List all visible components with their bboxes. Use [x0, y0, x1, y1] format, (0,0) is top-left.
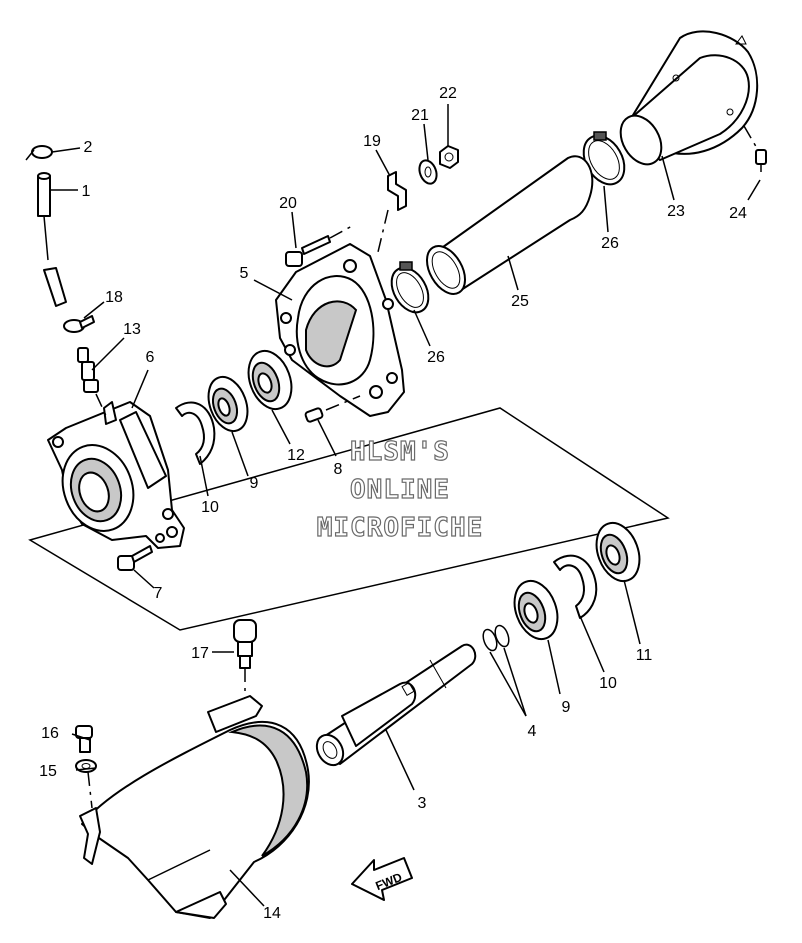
part-16-bolt: [75, 725, 93, 753]
callout-15: 15: [39, 763, 57, 780]
callout-26-upper: 26: [601, 235, 619, 252]
callout-19: 19: [363, 133, 381, 150]
part-5-housing: [275, 243, 405, 417]
callout-22: 22: [439, 85, 457, 102]
part-26-clamp-upper: [582, 131, 626, 186]
callout-21: 21: [411, 107, 429, 124]
callout-23: 23: [667, 203, 685, 220]
part-4-o-rings: [482, 624, 510, 652]
part-1-tube: [37, 172, 67, 307]
fwd-arrow: FWD: [351, 857, 413, 901]
part-3-shaft: [315, 643, 477, 767]
callout-12: 12: [287, 447, 305, 464]
part-6-pump-housing: [47, 401, 185, 549]
part-18-clip: [63, 315, 95, 333]
callout-1: 1: [82, 183, 91, 200]
callout-14: 14: [263, 905, 281, 922]
part-24-screw: [743, 125, 767, 172]
callout-5: 5: [240, 265, 249, 282]
watermark-line-1: HLSM'S: [350, 437, 450, 467]
part-10-circlip-upper: [175, 401, 216, 465]
callout-6: 6: [146, 349, 155, 366]
callout-16: 16: [41, 725, 59, 742]
watermark-line-2: ONLINE: [350, 475, 450, 505]
callout-26-lower: 26: [427, 349, 445, 366]
assembly-outline: [28, 407, 670, 631]
callout-17: 17: [191, 645, 209, 662]
callout-13: 13: [123, 321, 141, 338]
callout-10-lower: 10: [599, 675, 617, 692]
part-8-pin: [304, 395, 361, 423]
callout-25: 25: [511, 293, 529, 310]
callout-10-upper: 10: [201, 499, 219, 516]
part-11-bearing: [595, 521, 641, 583]
watermark: HLSM'S ONLINE MICROFICHE: [316, 436, 484, 543]
part-7-bolt: [117, 545, 153, 571]
part-26-clamp-lower: [390, 261, 430, 314]
part-20-bolt: [285, 225, 353, 267]
callout-24: 24: [729, 205, 747, 222]
part-23-elbow: [619, 30, 759, 166]
callouts: 1 2 3 4 5 6 7 8 9 9 10 10 11 12 13 14 15…: [39, 85, 747, 922]
callout-7: 7: [154, 585, 163, 602]
part-22-nut: [439, 145, 459, 169]
part-10-circlip-lower: [553, 554, 598, 619]
part-13-fitting: [77, 347, 109, 421]
callout-20: 20: [279, 195, 297, 212]
part-12-bearing: [247, 349, 293, 411]
callout-4: 4: [528, 723, 537, 740]
part-25-hose: [426, 155, 594, 295]
part-17-screw: [233, 619, 257, 700]
callout-18: 18: [105, 289, 123, 306]
callout-9-upper: 9: [250, 475, 259, 492]
callout-9-lower: 9: [562, 699, 571, 716]
watermark-line-3: MICROFICHE: [317, 513, 484, 543]
callout-2: 2: [84, 139, 93, 156]
part-14-cover: [79, 695, 310, 919]
callout-3: 3: [418, 795, 427, 812]
part-21-washer: [418, 159, 438, 185]
leader-lines: [50, 104, 761, 907]
part-19-bracket: [377, 171, 407, 253]
part-9-bearing-upper: [207, 375, 249, 433]
part-9-bearing-lower: [513, 579, 559, 641]
callout-11: 11: [636, 647, 653, 664]
part-15-washer: [75, 759, 97, 809]
callout-8: 8: [334, 461, 343, 478]
part-2-clamp: [25, 145, 53, 161]
